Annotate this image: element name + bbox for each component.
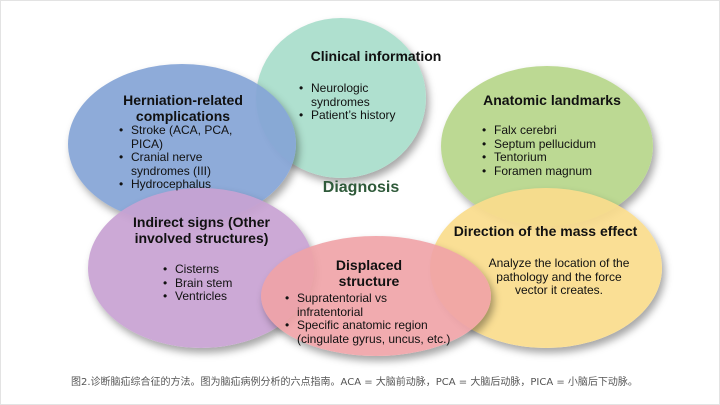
list-item: Neurologic syndromes	[299, 81, 401, 109]
clinical-information-title: Clinical information	[310, 48, 442, 64]
list-item: Brain stem	[163, 276, 273, 291]
herniation-complications-list: Stroke (ACA, PCA, PICA) Cranial nerve sy…	[119, 123, 264, 192]
indirect-signs-list: Cisterns Brain stem Ventricles	[163, 262, 273, 304]
indirect-signs-title: Indirect signs (Other involved structure…	[133, 214, 270, 246]
displaced-structure-list: Supratentorial vs infratentorial Specifi…	[285, 291, 455, 346]
herniation-complications-title: Herniation-related complications	[123, 92, 243, 124]
list-item: Foramen magnum	[482, 164, 647, 179]
mass-effect-direction-title: Direction of the mass effect	[453, 223, 638, 239]
list-item: Cranial nerve syndromes (III)	[119, 150, 264, 178]
list-item: Tentorium	[482, 150, 647, 165]
list-item: Ventricles	[163, 289, 273, 304]
anatomic-landmarks-list: Falx cerebri Septum pellucidum Tentorium…	[482, 123, 647, 179]
anatomic-landmarks-title: Anatomic landmarks	[483, 92, 621, 108]
figure-caption: 图2.诊断脑疝综合征的方法。图为脑疝病例分析的六点指南。ACA = 大脑前动脉，…	[71, 377, 638, 388]
list-item: Patient’s history	[299, 108, 449, 123]
mass-effect-direction-text: Analyze the location of the pathology an…	[488, 256, 630, 297]
list-item: Septum pellucidum	[482, 137, 647, 152]
list-item: Cisterns	[163, 262, 273, 277]
list-item: Stroke (ACA, PCA, PICA)	[119, 123, 264, 151]
clinical-information-list: Neurologic syndromes Patient’s history	[299, 81, 449, 123]
diagnosis-center-label: Diagnosis	[322, 179, 400, 196]
list-item: Supratentorial vs infratentorial	[285, 291, 455, 319]
list-item: Hydrocephalus	[119, 177, 264, 192]
displaced-structure-title: Displaced structure	[335, 257, 403, 289]
list-item: Falx cerebri	[482, 123, 647, 138]
list-item: Specific anatomic region (cingulate gyru…	[285, 318, 455, 346]
